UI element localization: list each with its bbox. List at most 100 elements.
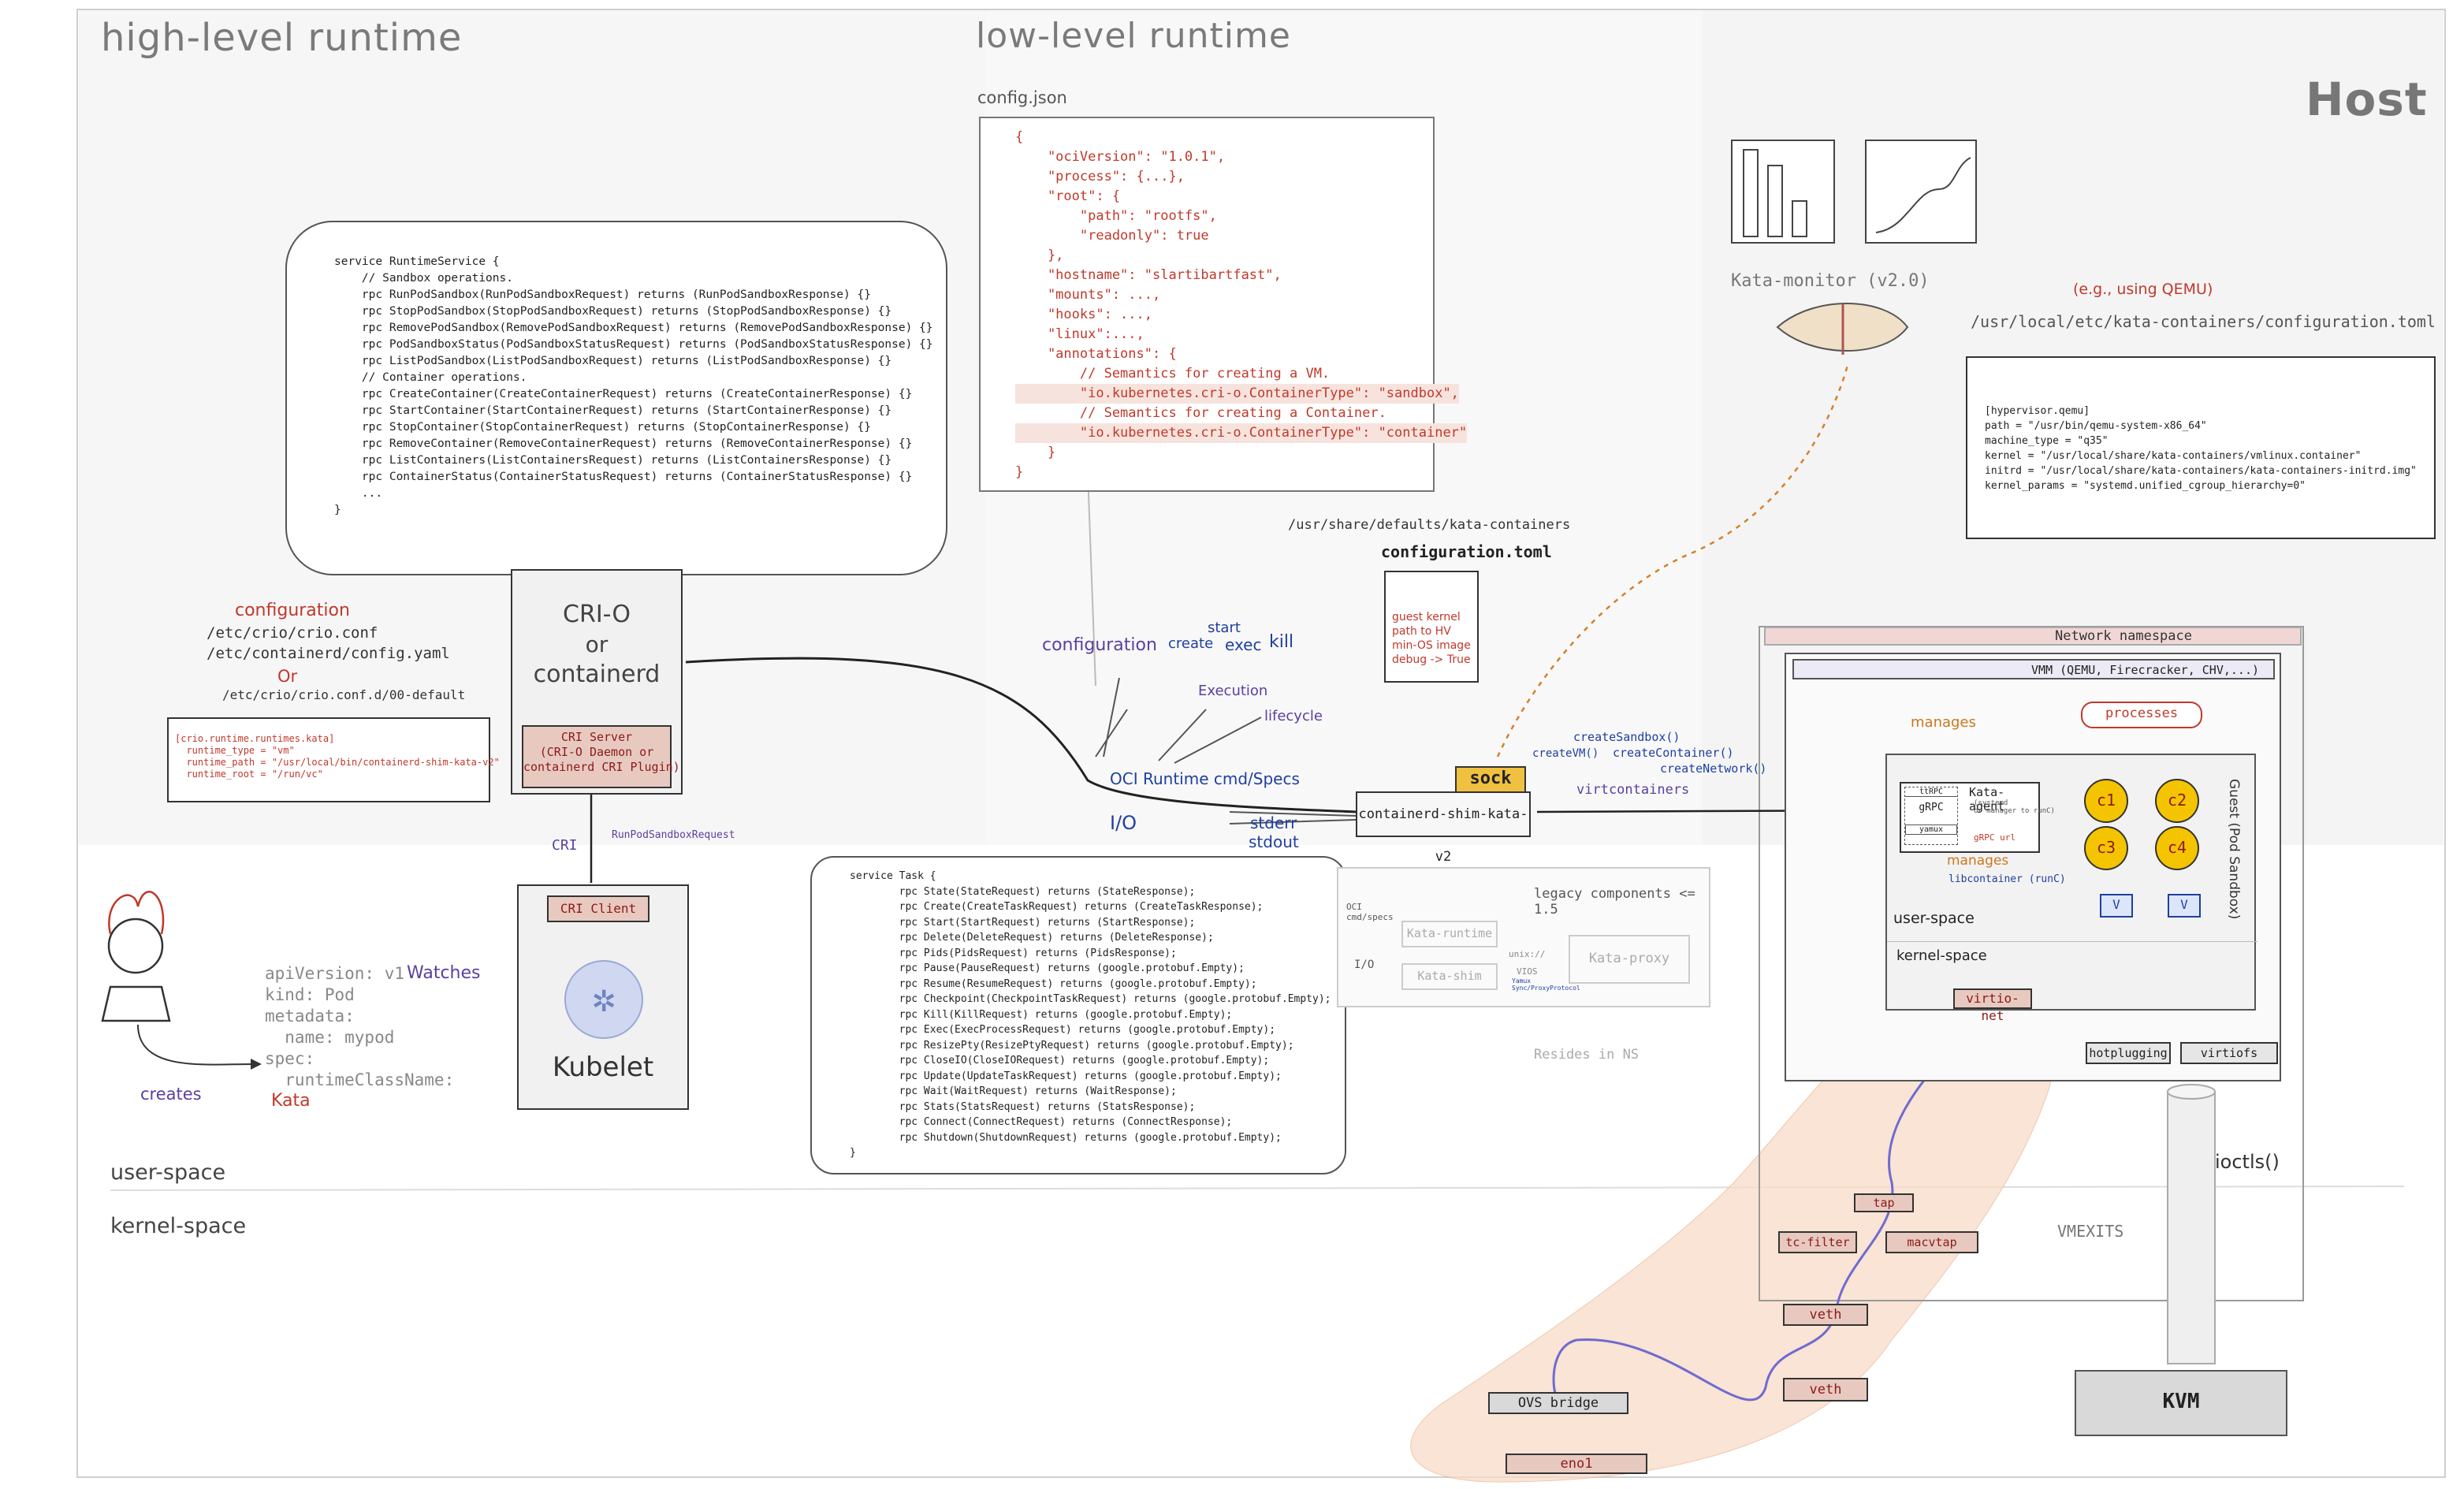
json-line: }, [1015,248,1064,263]
volume-2: V [2168,894,2201,918]
task-line: rpc Pids(PidsRequest) returns (PidsRespo… [850,947,1177,959]
create-vm-label: createVM() [1532,747,1599,760]
legacy-vios-label: VIOS [1517,966,1538,977]
kernel-space-label: kernel-space [110,1214,247,1238]
macvtap-box: macvtap [1885,1231,1978,1253]
high-level-runtime-title: high-level runtime [101,16,463,60]
container-c2: c2 [2155,779,2199,823]
code-line: rpc StartContainer(StartContainerRequest… [334,404,892,417]
snippet-line: runtime_type = "vm" [175,745,295,756]
tc-filter-box: tc-filter [1778,1231,1857,1253]
task-line: rpc Update(UpdateTaskRequest) returns (g… [850,1070,1282,1082]
guest-pod-sandbox: Guest (Pod Sandbox) Kata-agent (systemd … [1885,754,2257,1011]
virtio-net-box: virtio-net [1953,988,2032,1023]
task-line: service Task { [850,870,936,882]
qemu-line: path = "/usr/bin/qemu-system-x86_64" [1985,420,2207,432]
qemu-config-path: /usr/local/etc/kata-containers/configura… [1971,312,2436,331]
processes-label: processes [2081,702,2202,728]
io-label: I/O [1110,812,1137,834]
cri-arrow-label: CRI [552,837,578,854]
oci-exec-label: exec [1225,635,1262,654]
stderr-label: stderr [1250,813,1297,832]
crio-label: CRI-O [563,601,631,628]
ovs-bridge-box: OVS bridge [1488,1392,1628,1414]
code-line: rpc RemovePodSandbox(RemovePodSandboxReq… [334,322,933,334]
guest-divider [1887,941,2257,942]
resides-in-ns-label: Resides in NS [1534,1047,1640,1063]
code-line: rpc CreateContainer(CreateContainerReque… [334,388,913,400]
legacy-kata-proxy: Kata-proxy [1569,935,1690,984]
qemu-line: kernel_params = "systemd.unified_cgroup_… [1985,480,2306,492]
code-line: ... [334,487,383,500]
create-network-label: createNetwork() [1660,761,1767,776]
cri-config-path2: /etc/containerd/config.yaml [207,645,450,662]
kata-agent-sub: (systemd or manager to runC) [1974,799,2055,815]
snippet-line: [crio.runtime.runtimes.kata] [175,733,335,744]
config-json-box: { "ociVersion": "1.0.1", "process": {...… [979,117,1468,492]
pod-spec: apiVersion: v1 kind: Pod metadata: name:… [265,963,501,1111]
json-line: "mounts": ..., [1015,287,1161,303]
cri-config-snippet: [crio.runtime.runtimes.kata] runtime_typ… [167,717,500,802]
code-line: rpc ListContainers(ListContainersRequest… [334,454,892,467]
task-line: rpc Resume(ResumeRequest) returns (googl… [850,977,1257,990]
task-line: rpc Start(StartRequest) returns (StartRe… [850,916,1196,929]
cri-server: CRI Server (CRI-O Daemon or containerd C… [522,725,680,788]
create-sandbox-label: createSandbox() [1573,730,1681,744]
code-line: rpc RemoveContainer(RemoveContainerReque… [334,437,913,450]
task-line: rpc Shutdown(ShutdownRequest) returns (g… [850,1131,1282,1144]
task-line: rpc Delete(DeleteRequest) returns (Delet… [850,932,1214,944]
pod-spec-line: kind: Pod [265,985,355,1004]
legacy-yamux-label: Yamux Sync/ProxyProtocol [1512,977,1580,992]
ioctls-label: ioctls() [2215,1151,2280,1173]
oci-runtime-specs-label: OCI Runtime cmd/Specs [1110,769,1300,788]
kvm-box: KVM [2075,1370,2287,1436]
oci-lifecycle-label: lifecycle [1264,708,1323,724]
virtcontainers-label: virtcontainers [1576,782,1690,798]
task-line: rpc CloseIO(CloseIORequest) returns (goo… [850,1055,1270,1066]
network-namespace-bar: Network namespace [1764,627,2302,646]
json-line: "path": "rootfs", [1015,208,1217,224]
json-annotation-container: "io.kubernetes.cri-o.ContainerType": "co… [1015,423,1468,443]
kata-config-card: guest kernel path to HV min-OS image deb… [1384,571,1479,683]
code-line: rpc ContainerStatus(ContainerStatusReque… [334,471,913,483]
legacy-oci-label: OCI cmd/specs [1346,902,1394,922]
code-line: } [334,504,341,516]
qemu-line: [hypervisor.qemu] [1985,405,2090,417]
create-container-label: createContainer() [1613,746,1734,760]
cri-config-path1: /etc/crio/crio.conf [207,624,378,642]
oci-create-label: create [1168,635,1214,652]
virtiofs-box: virtiofs [2180,1042,2278,1064]
oci-configuration-label: configuration [1042,635,1157,655]
runtime-service-cloud: service RuntimeService { // Sandbox oper… [285,221,947,575]
task-line: rpc ResizePty(ResizePtyRequest) returns … [850,1039,1294,1052]
code-line: // Sandbox operations. [334,272,513,285]
cri-config-or: Or [277,667,298,686]
tap-box: tap [1854,1193,1914,1212]
kata-agent-box: Kata-agent (systemd or manager to runC) … [1900,782,2055,853]
cri-client: CRI Client [547,895,649,922]
snippet-line: runtime_root = "/run/vc" [175,769,323,780]
vmm-label: VMM (QEMU, Firecracker, CHV,...) [1792,659,2275,679]
json-line: "annotations": { [1015,346,1177,362]
json-annotation-sandbox: "io.kubernetes.cri-o.ContainerType": "sa… [1015,384,1459,404]
legacy-kata-shim: Kata-shim [1401,963,1498,990]
manages-label-2: manages [1947,853,2009,869]
kubelet-label: Kubelet [552,1052,654,1083]
task-line: rpc Pause(PauseRequest) returns (google.… [850,962,1245,974]
pod-spec-line: name: mypod [265,1028,395,1047]
task-line: rpc Wait(WaitRequest) returns (WaitRespo… [850,1085,1177,1097]
veth-box-2: veth [1783,1378,1868,1402]
oci-start-label: start [1208,620,1241,636]
code-line: rpc RunPodSandbox(RunPodSandboxRequest) … [334,288,871,301]
oci-execution-label: Execution [1198,683,1268,699]
legacy-io-label: I/O [1354,959,1375,971]
snippet-line: runtime_path = "/usr/local/bin/container… [175,757,500,768]
json-line: } [1015,445,1056,460]
qemu-line: machine_type = "q35" [1985,435,2109,447]
libcontainer-label: libcontainer (runC) [1948,873,2066,885]
network-namespace-label: Network namespace [2055,628,2192,644]
kata-config-file: configuration.toml [1381,542,1552,561]
grpc-url-label: gRPC url [1974,832,2015,843]
crio-containerd-box: CRI-O or containerd CRI Server (CRI-O Da… [511,569,683,795]
containerd-label: containerd [533,661,661,688]
